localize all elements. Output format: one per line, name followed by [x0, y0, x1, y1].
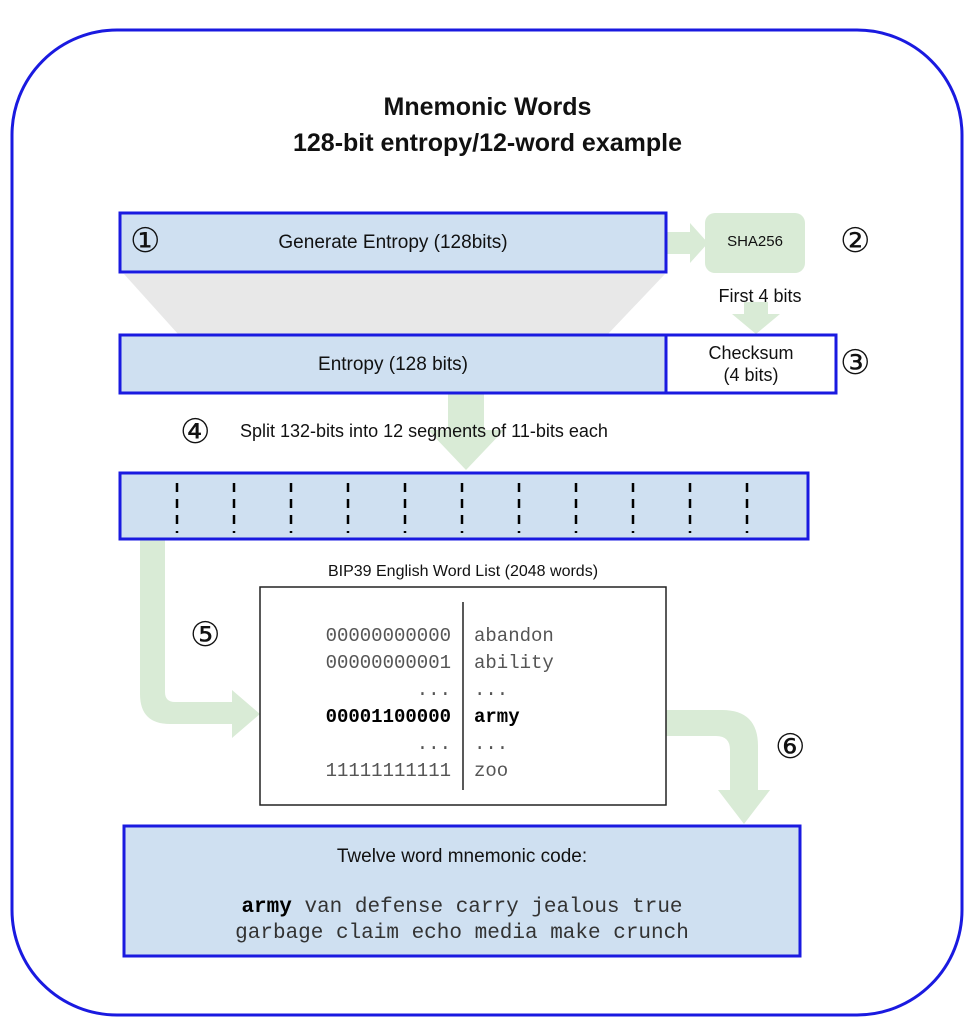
checksum-line-2: (4 bits): [723, 365, 779, 385]
mnemonic-box: [122, 824, 802, 958]
segments-bar: [118, 471, 810, 541]
checksum-label: Checksum (4 bits): [666, 342, 836, 386]
wordlist-bits-1: 00000000001: [325, 652, 451, 674]
generate-entropy-box: [118, 211, 668, 274]
wordlist-word-5: zoo: [474, 760, 509, 782]
checksum-line-1: Checksum: [708, 343, 794, 363]
mnemonic-line-1: army van defense carry jealous true: [124, 895, 800, 921]
wordlist-word-2: ...: [474, 679, 509, 701]
wordlist-bits-column: 00000000000 00000000001 ... 00001100000 …: [270, 623, 451, 785]
sha256-label: SHA256: [727, 233, 783, 250]
split-description: Split 132-bits into 12 segments of 11-bi…: [240, 421, 608, 441]
wordlist-bits-3: 00001100000: [325, 706, 451, 728]
wordlist-words-column: abandon ability ... army ... zoo: [474, 623, 654, 785]
step-3-marker: ③: [840, 344, 871, 382]
entropy-box: [118, 333, 668, 395]
step-2-marker: ②: [840, 222, 871, 260]
wordlist-word-4: ...: [474, 733, 509, 755]
step-5-marker: ⑤: [190, 616, 221, 654]
title-line-1: Mnemonic Words: [383, 93, 592, 121]
wordlist-bits-0: 00000000000: [325, 625, 451, 647]
wordlist-word-1: ability: [474, 652, 554, 674]
arrow-to-segments: [428, 392, 504, 470]
arrow-to-checksum: [732, 302, 780, 334]
mnemonic-line-1-rest: van defense carry jealous true: [291, 896, 683, 919]
entropy-label: Entropy (128 bits): [318, 354, 468, 375]
step-1-marker: ①: [130, 222, 161, 260]
arrow-to-mnemonic: [666, 710, 770, 824]
mnemonic-title: Twelve word mnemonic code:: [336, 846, 588, 867]
funnel-shape: [124, 274, 665, 334]
wordlist-title: BIP39 English Word List (2048 words): [327, 563, 599, 580]
segment-dividers: [175, 483, 749, 533]
wordlist-bits-5: 11111111111: [325, 760, 451, 782]
wordlist-bits-2: ...: [416, 679, 451, 701]
arrow-to-wordlist: [140, 540, 260, 738]
wordlist-bits-4: ...: [416, 733, 451, 755]
title-line-2: 128-bit entropy/12-word example: [292, 129, 682, 157]
sha256-box: [705, 213, 805, 273]
mnemonic-first-word: army: [241, 896, 292, 919]
checksum-box: [664, 333, 838, 395]
step-4-marker: ④: [180, 413, 211, 451]
mnemonic-line-2: garbage claim echo media make crunch: [235, 922, 689, 945]
wordlist-word-3: army: [474, 706, 520, 728]
mnemonic-words: army van defense carry jealous true garb…: [124, 895, 800, 947]
arrow-to-sha: [667, 223, 708, 263]
first-4-bits-label: First 4 bits: [718, 286, 802, 306]
step-6-marker: ⑥: [775, 728, 806, 766]
wordlist-word-0: abandon: [474, 625, 554, 647]
generate-entropy-label: Generate Entropy (128bits): [278, 232, 508, 253]
